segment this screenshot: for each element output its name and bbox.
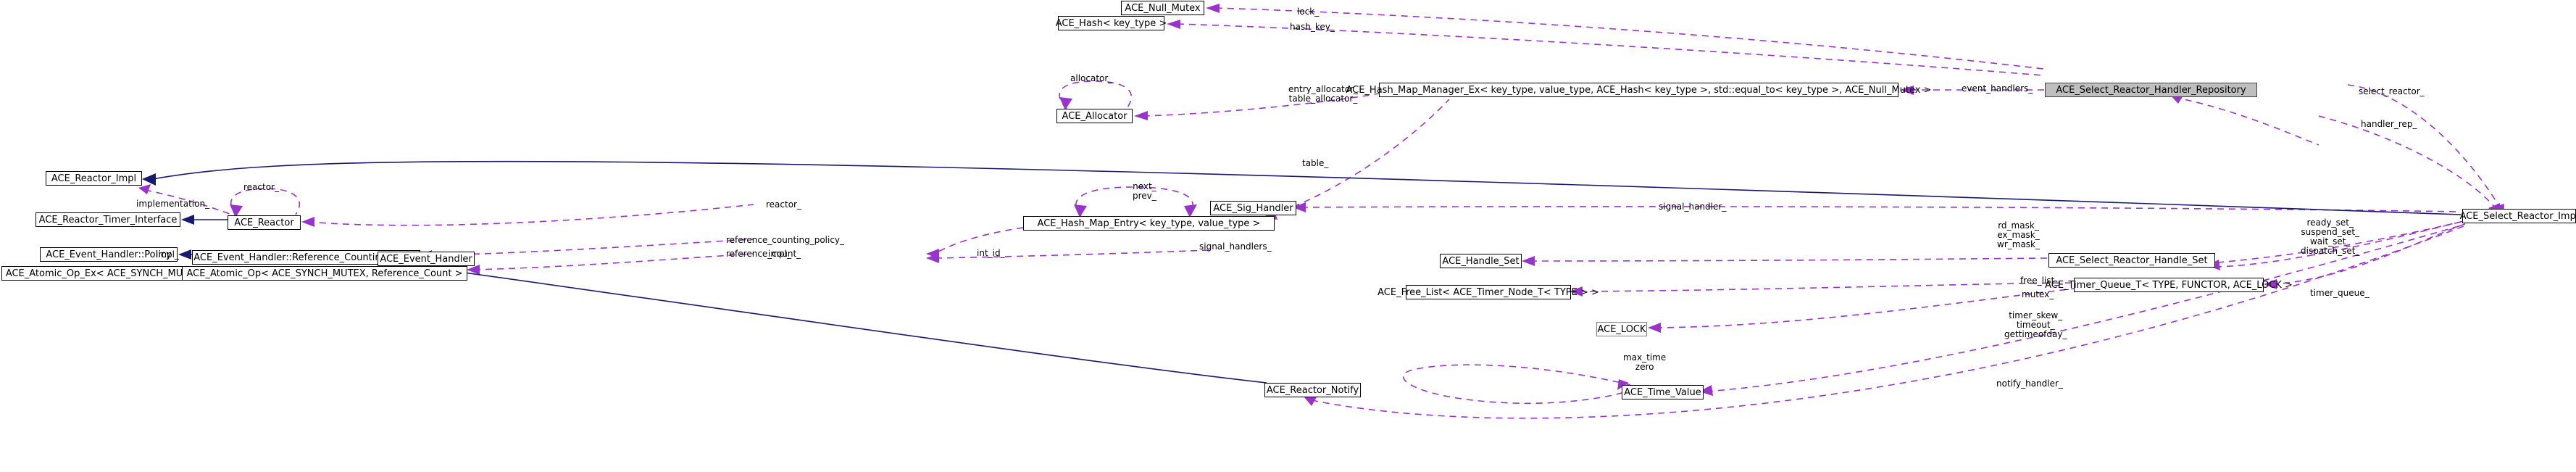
class-node-ace_reactor_timer_interface[interactable]: ACE_Reactor_Timer_Interface — [36, 212, 180, 227]
edge-label-event_handlers: event_handlers_ — [1962, 83, 2033, 94]
edge-label-implementation: implementation_ — [136, 199, 210, 209]
edge-label-rd_ex_wr_mask: rd_mask_ ex_mask_ wr_mask_ — [1997, 220, 2040, 249]
class-node-label: ACE_LOCK — [1597, 323, 1646, 335]
edge-reactor-eventhandler — [301, 204, 754, 227]
edge-label-lock: lock_ — [1297, 7, 1320, 17]
edge-label-impl_left: impl_ — [156, 249, 179, 260]
edge-label-signal_handlers: signal_handlers_ — [1199, 241, 1272, 252]
edge-label-notify_handler: notify_handler_ — [1996, 378, 2063, 389]
edge-repo-to-impl — [2170, 94, 2319, 146]
class-node-label: ACE_Allocator — [1062, 110, 1127, 122]
edge-signal-handlers — [926, 249, 1209, 263]
edge-mutex — [1648, 288, 2075, 333]
class-node-ace_null_mutex[interactable]: ACE_Null_Mutex — [1121, 1, 1204, 15]
class-node-label: ACE_Select_Reactor_Impl — [2459, 210, 2576, 222]
class-node-ace_hash_key_type[interactable]: ACE_Hash< key_type > — [1055, 16, 1167, 30]
edge-label-reactor_eh: reactor_ — [766, 199, 801, 210]
class-node-ace_select_reactor_handle_set[interactable]: ACE_Select_Reactor_Handle_Set — [2048, 253, 2215, 268]
edge-label-hash_key: hash_key_ — [1290, 22, 1335, 32]
class-node-ace_hash_map_manager_ex[interactable]: ACE_Hash_Map_Manager_Ex< key_type, value… — [1346, 83, 1932, 97]
edge-label-reactor_self: reactor_ — [243, 182, 279, 192]
edge-maxtime-zero-self — [1402, 364, 1631, 405]
class-node-label: ACE_Reactor_Timer_Interface — [38, 214, 178, 225]
edge-label-next_prev: next_ prev_ — [1133, 181, 1156, 201]
edge-masks — [1522, 256, 2048, 266]
edge-ref-count — [467, 253, 754, 275]
class-node-ace_event_handler[interactable]: ACE_Event_Handler — [378, 252, 475, 266]
edge-label-timer_queue: timer_queue_ — [2310, 288, 2369, 298]
class-node-ace_timer_queue_t[interactable]: ACE_Timer_Queue_T< TYPE, FUNCTOR, ACE_LO… — [2045, 278, 2293, 292]
class-node-ace_handle_set[interactable]: ACE_Handle_Set — [1440, 254, 1522, 268]
edge-label-impl: impl_ — [768, 249, 791, 259]
class-node-label: ACE_Free_List< ACE_Timer_Node_T< TYPE > … — [1377, 286, 1599, 298]
edge-event-handlers — [1900, 86, 2045, 95]
edge-sets — [2217, 217, 2479, 263]
edge-label-int_id: int_id_ — [977, 248, 1005, 258]
class-node-label: ACE_Reactor_Notify — [1266, 384, 1359, 396]
edge-free-list — [1570, 282, 2073, 297]
class-node-label: ACE_Event_Handler::Reference_Counting_Po… — [193, 252, 419, 263]
class-node-ace_atomic_op[interactable]: ACE_Atomic_Op< ACE_SYNCH_MUTEX, Referenc… — [182, 266, 467, 281]
edge-label-signal_handler: signal_handler_ — [1659, 202, 1727, 212]
class-node-label: ACE_Event_Handler::Policy — [46, 249, 172, 260]
edge-entry-table-allocator — [1134, 93, 1380, 120]
edge-label-handler_rep: handler_rep_ — [2361, 119, 2417, 129]
class-node-ace_select_reactor_impl[interactable]: ACE_Select_Reactor_Impl — [2459, 209, 2576, 223]
class-node-ace_select_reactor_handler_repository[interactable]: ACE_Select_Reactor_Handler_Repository — [2045, 83, 2257, 97]
edge-select-reactor — [2347, 84, 2504, 218]
class-node-ace_lock[interactable]: ACE_LOCK — [1596, 322, 1647, 336]
edge-label-ref_count: reference_count_ — [726, 249, 801, 259]
class-node-label: ACE_Reactor_Impl — [51, 173, 137, 184]
class-node-label: ACE_Handle_Set — [1442, 255, 1520, 267]
class-node-ace_event_handler_refcount_policy[interactable]: ACE_Event_Handler::Reference_Counting_Po… — [192, 250, 420, 265]
class-node-label: ACE_Event_Handler — [380, 253, 472, 265]
edge-label-ready_suspend_wait_dispatch: ready_set_ suspend_set_ wait_set_ dispat… — [2301, 218, 2360, 256]
edge-timer-queue — [2264, 221, 2472, 289]
class-node-ace_reactor[interactable]: ACE_Reactor — [228, 215, 301, 230]
class-node-ace_reactor_notify[interactable]: ACE_Reactor_Notify — [1264, 383, 1361, 397]
edge-int-id — [926, 227, 1024, 259]
class-node-label: ACE_Null_Mutex — [1125, 2, 1201, 14]
edge-inherit-reactorimpl — [142, 160, 2462, 215]
edge-label-allocator: allocator_ — [1070, 73, 1113, 83]
edge-label-entry_table_allocator: entry_allocator_ table_allocator_ — [1288, 84, 1359, 104]
class-node-label: ACE_Hash_Map_Manager_Ex< key_type, value… — [1346, 84, 1932, 96]
edge-inherit-eventhandler-notify — [417, 262, 1267, 384]
edge-hash-key — [1167, 20, 2044, 76]
edge-label-mutex: mutex_ — [2022, 289, 2054, 299]
edge-reactor-self — [230, 188, 301, 218]
edge-inherit-timerinterface — [181, 215, 229, 225]
edge-notify-handler — [1304, 225, 2464, 419]
class-node-ace_hash_map_entry[interactable]: ACE_Hash_Map_Entry< key_type, value_type… — [1023, 216, 1275, 231]
edge-next-prev-self — [1074, 186, 1197, 218]
class-node-label: ACE_Select_Reactor_Handle_Set — [2056, 254, 2208, 266]
class-node-ace_time_value[interactable]: ACE_Time_Value — [1622, 385, 1704, 399]
class-node-label: ACE_Hash_Map_Entry< key_type, value_type… — [1037, 218, 1261, 229]
edge-label-max_time_zero: max_time zero — [1623, 352, 1667, 372]
edge-signal-handler — [1293, 202, 2462, 212]
class-node-label: ACE_Reactor — [234, 217, 294, 228]
edge-label-select_reactor: select_reactor_ — [2359, 86, 2425, 96]
class-node-ace_sig_handler[interactable]: ACE_Sig_Handler — [1210, 201, 1296, 215]
edge-label-free_list: free_list_ — [2020, 276, 2059, 286]
edge-implementation — [138, 184, 240, 218]
class-node-label: ACE_Sig_Handler — [1213, 202, 1293, 214]
class-node-label: ACE_Time_Value — [1624, 386, 1701, 398]
edge-label-timer_skew_timeout_getti: timer_skew_ timeout_ gettimeofday_ — [2004, 310, 2067, 339]
class-node-label: ACE_Timer_Queue_T< TYPE, FUNCTOR, ACE_LO… — [2045, 279, 2293, 291]
edge-label-ref_counting_policy: reference_counting_policy_ — [726, 235, 845, 245]
edge-label-table: table_ — [1302, 158, 1329, 168]
class-node-label: ACE_Hash< key_type > — [1055, 17, 1167, 29]
class-node-label: ACE_Atomic_Op< ACE_SYNCH_MUTEX, Referenc… — [186, 268, 463, 279]
class-node-ace_free_list[interactable]: ACE_Free_List< ACE_Timer_Node_T< TYPE > … — [1377, 285, 1599, 299]
class-node-ace_event_handler_policy[interactable]: ACE_Event_Handler::Policy — [40, 247, 178, 262]
class-node-ace_allocator[interactable]: ACE_Allocator — [1056, 109, 1133, 123]
edge-handler-rep — [2318, 115, 2500, 217]
edge-allocator-self — [1059, 80, 1132, 110]
class-node-label: ACE_Select_Reactor_Handler_Repository — [2056, 84, 2246, 96]
edge-lock — [1206, 4, 2044, 70]
edge-timer-skew — [1699, 224, 2464, 396]
class-node-ace_reactor_impl[interactable]: ACE_Reactor_Impl — [46, 171, 142, 186]
